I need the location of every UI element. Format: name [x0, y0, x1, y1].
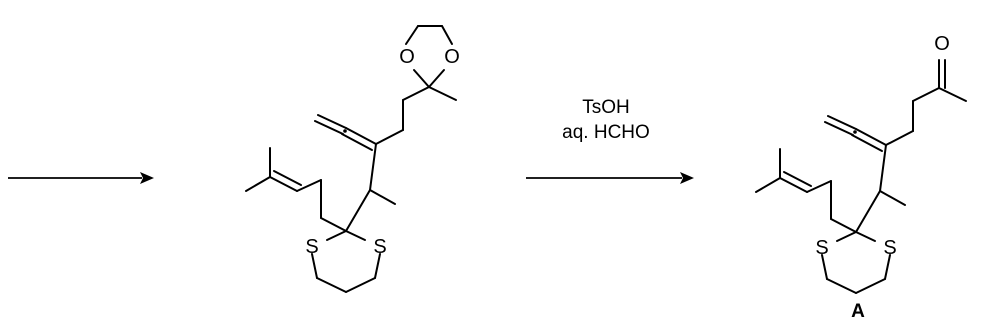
reagent-line-1: TsOH — [582, 97, 630, 118]
pa-bond-quaternary-ch — [855, 190, 881, 233]
sm-bond-prenyl-methyl-left — [245, 176, 271, 192]
reaction-arrow-1 — [8, 172, 154, 184]
pa-bond-allene-inner-b — [851, 134, 883, 152]
sm-oxygen-left: O — [399, 46, 415, 68]
product-a: S S O A — [755, 33, 967, 322]
sm-bond-allene-inner-a — [345, 127, 377, 145]
sm-bond-prenyl-ch — [296, 179, 322, 192]
pa-bond-c-s-left — [836, 231, 857, 242]
sm-bond-ring-bottom-left — [316, 277, 347, 293]
pa-bond-prenyl-double-a — [779, 177, 808, 193]
sm-bond-s-ch2-left — [311, 253, 318, 279]
sm-bond-ketal-o-left — [413, 69, 430, 88]
sm-sulfur-left: S — [305, 236, 318, 258]
starting-material: S S O O — [245, 25, 460, 293]
sm-bond-o-ch2-right — [441, 25, 453, 45]
arrow-1-head — [140, 172, 154, 184]
sm-bond-chain-3 — [402, 86, 430, 101]
pa-bond-prenyl-double-b — [783, 171, 812, 187]
sm-bond-allene-outer-b — [314, 120, 344, 135]
sm-bond-ketal-methyl — [428, 86, 457, 101]
pa-bond-ketone-methyl — [938, 87, 967, 102]
sm-bond-ch-methyl — [369, 189, 396, 205]
sm-oxygen-right: O — [444, 46, 460, 68]
reaction-arrow-2: TsOH aq. HCHO — [526, 97, 694, 184]
pa-bond-ch2-quaternary — [830, 218, 857, 233]
pa-bond-chain-3 — [912, 87, 940, 102]
pa-bond-prenyl-ch — [806, 180, 832, 193]
pa-bond-chain-1 — [885, 130, 914, 146]
pa-sulfur-left: S — [815, 237, 828, 259]
pa-bond-s-ch2-right — [884, 254, 891, 280]
pa-bond-s-ch2-left — [821, 254, 828, 280]
pa-allene-center-dot — [853, 130, 857, 134]
sm-bond-allene-inner-b — [341, 133, 373, 151]
pa-bond-ring-bottom-left — [826, 278, 857, 294]
arrow-2-head — [680, 172, 694, 184]
sm-bond-o-ch2-left — [405, 25, 419, 45]
sm-bond-allene-outer-a — [317, 114, 347, 129]
sm-bond-ch2-quaternary — [320, 217, 347, 232]
sm-bond-quaternary-ch — [345, 189, 371, 232]
pa-bond-ch-allene — [879, 144, 887, 192]
sm-bond-chain-1 — [375, 129, 404, 145]
sm-bond-ketal-o-right — [428, 69, 445, 88]
product-label: A — [851, 301, 865, 322]
pa-bond-allene-outer-b — [824, 121, 854, 136]
pa-bond-c-s-right — [855, 231, 876, 242]
sm-bond-prenyl-double-a — [269, 176, 298, 192]
pa-bond-ring-bottom-right — [855, 278, 886, 294]
sm-allene-center-dot — [343, 129, 347, 133]
sm-bond-prenyl-double-b — [273, 170, 302, 186]
sm-sulfur-right: S — [373, 236, 386, 258]
sm-bond-c-s-right — [345, 230, 366, 241]
sm-bond-s-ch2-right — [374, 253, 381, 279]
sm-bond-c-s-left — [326, 230, 347, 241]
pa-bond-allene-inner-a — [855, 128, 887, 146]
pa-bond-allene-outer-a — [827, 115, 857, 130]
pa-sulfur-right: S — [883, 237, 896, 259]
pa-bond-prenyl-methyl-left — [755, 177, 781, 193]
sm-bond-ch-allene — [369, 143, 377, 191]
reagent-line-2: aq. HCHO — [562, 122, 650, 143]
pa-oxygen-carbonyl: O — [934, 33, 950, 55]
sm-bond-ring-bottom-right — [345, 277, 376, 293]
pa-bond-ch-methyl — [879, 190, 906, 206]
